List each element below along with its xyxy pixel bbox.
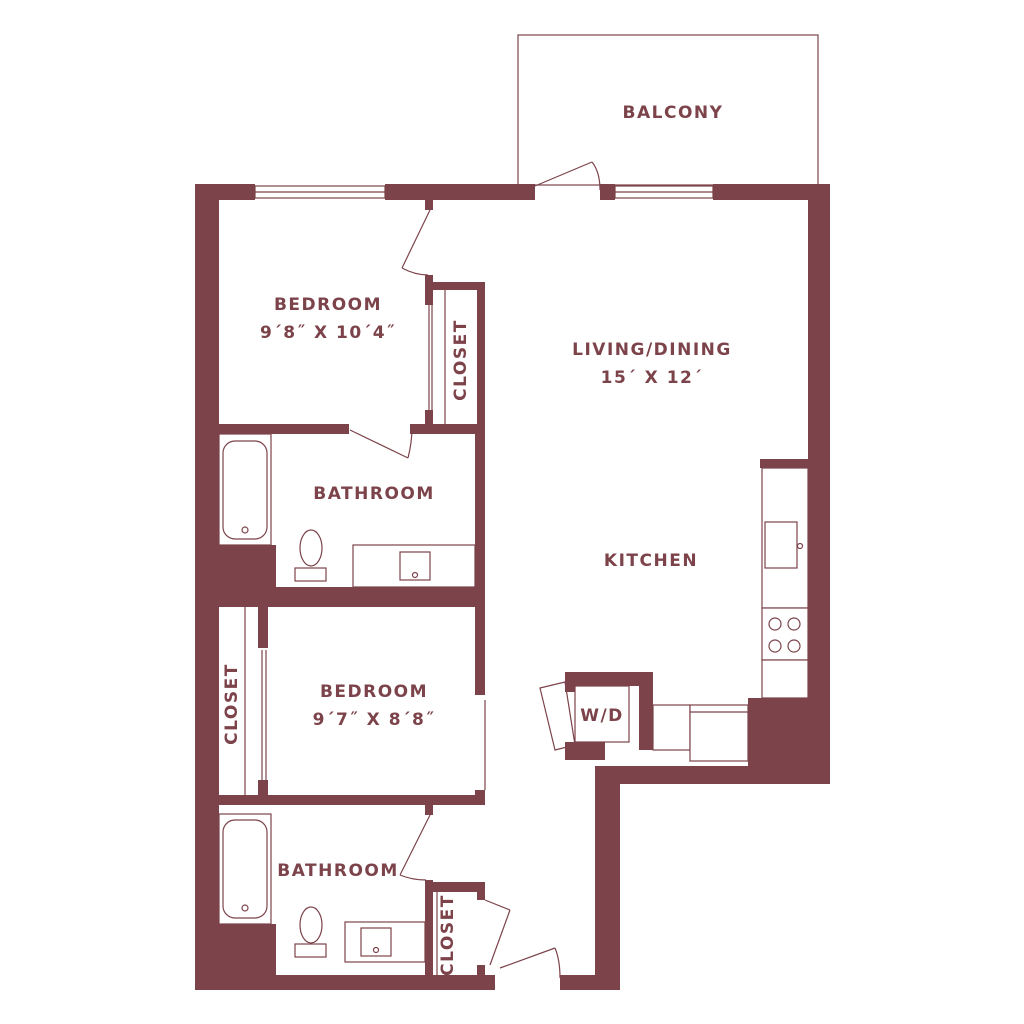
washer-dryer-label: W/D — [580, 706, 624, 726]
bedroom-1-size: 9´8˝ X 10´4˝ — [260, 323, 396, 343]
bathroom-1-label: BATHROOM — [313, 484, 435, 504]
bedroom-2-size: 9´7˝ X 8´8˝ — [313, 710, 436, 730]
exterior-walls — [195, 184, 830, 990]
living-dining-label: LIVING/DINING — [572, 340, 732, 360]
closet-shelf — [244, 290, 446, 975]
bedroom-1-label: BEDROOM — [274, 295, 382, 315]
living-dining-size: 15´ X 12´ — [601, 368, 704, 388]
window-icon — [254, 185, 714, 199]
closet-2-label: CLOSET — [222, 663, 242, 745]
interior-walls — [219, 200, 808, 980]
toilet-icon — [294, 529, 327, 958]
sink-icon — [344, 467, 809, 963]
door-swing-icon — [261, 161, 601, 979]
kitchen-label: KITCHEN — [604, 551, 698, 571]
bathtub-icon — [218, 433, 272, 925]
washer-dryer-unit — [574, 685, 630, 743]
stove-icon — [761, 607, 809, 699]
bathroom-2-label: BATHROOM — [277, 861, 399, 881]
balcony-outline — [517, 34, 819, 186]
bedroom-2-label: BEDROOM — [320, 682, 428, 702]
kitchen-cabinet — [652, 704, 749, 762]
closet-3-label: CLOSET — [438, 894, 458, 976]
closet-1-label: CLOSET — [451, 319, 471, 401]
balcony-label: BALCONY — [623, 103, 724, 123]
